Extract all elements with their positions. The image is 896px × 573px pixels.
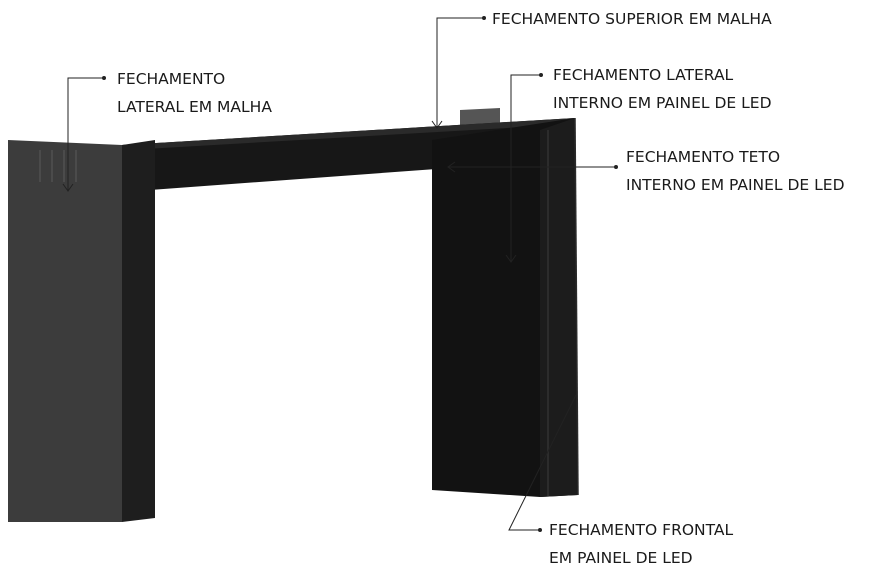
callout-frontal-line2: EM PAINEL DE LED	[549, 549, 693, 567]
callout-superior-malha: FECHAMENTO SUPERIOR EM MALHA	[492, 10, 772, 28]
leader-lateral-interno	[510, 74, 541, 262]
beam-back-tab	[460, 108, 500, 126]
callout-teto-interno-line2: INTERNO EM PAINEL DE LED	[626, 176, 845, 194]
portal-structure	[8, 108, 579, 522]
left-pillar-front	[8, 140, 122, 522]
leader-superior-malha-arrow	[431, 120, 443, 129]
top-beam-top-face	[122, 118, 575, 150]
callout-lateral-malha-line1: FECHAMENTO	[117, 70, 225, 88]
right-pillar-front-strip	[540, 118, 578, 497]
leader-superior-malha	[436, 17, 484, 128]
mesh-texture	[39, 150, 77, 182]
leader-lines	[62, 17, 616, 531]
leader-lateral-interno-arrow	[505, 254, 517, 263]
leader-teto-interno-arrow	[447, 161, 456, 173]
callout-lateral-interno-line1: FECHAMENTO LATERAL	[553, 66, 734, 84]
callout-teto-interno-line1: FECHAMENTO TETO	[626, 148, 780, 166]
callout-lateral-interno-line2: INTERNO EM PAINEL DE LED	[553, 94, 772, 112]
leader-lateral-malha	[67, 77, 104, 190]
leader-dots	[102, 16, 618, 532]
callout-lateral-malha-line2: LATERAL EM MALHA	[117, 98, 272, 116]
leader-frontal	[508, 394, 577, 531]
right-pillar-edge-light	[574, 117, 579, 496]
leader-lateral-malha-arrow	[62, 183, 74, 192]
left-pillar-side	[122, 140, 155, 522]
callout-frontal-line1: FECHAMENTO FRONTAL	[549, 521, 733, 539]
